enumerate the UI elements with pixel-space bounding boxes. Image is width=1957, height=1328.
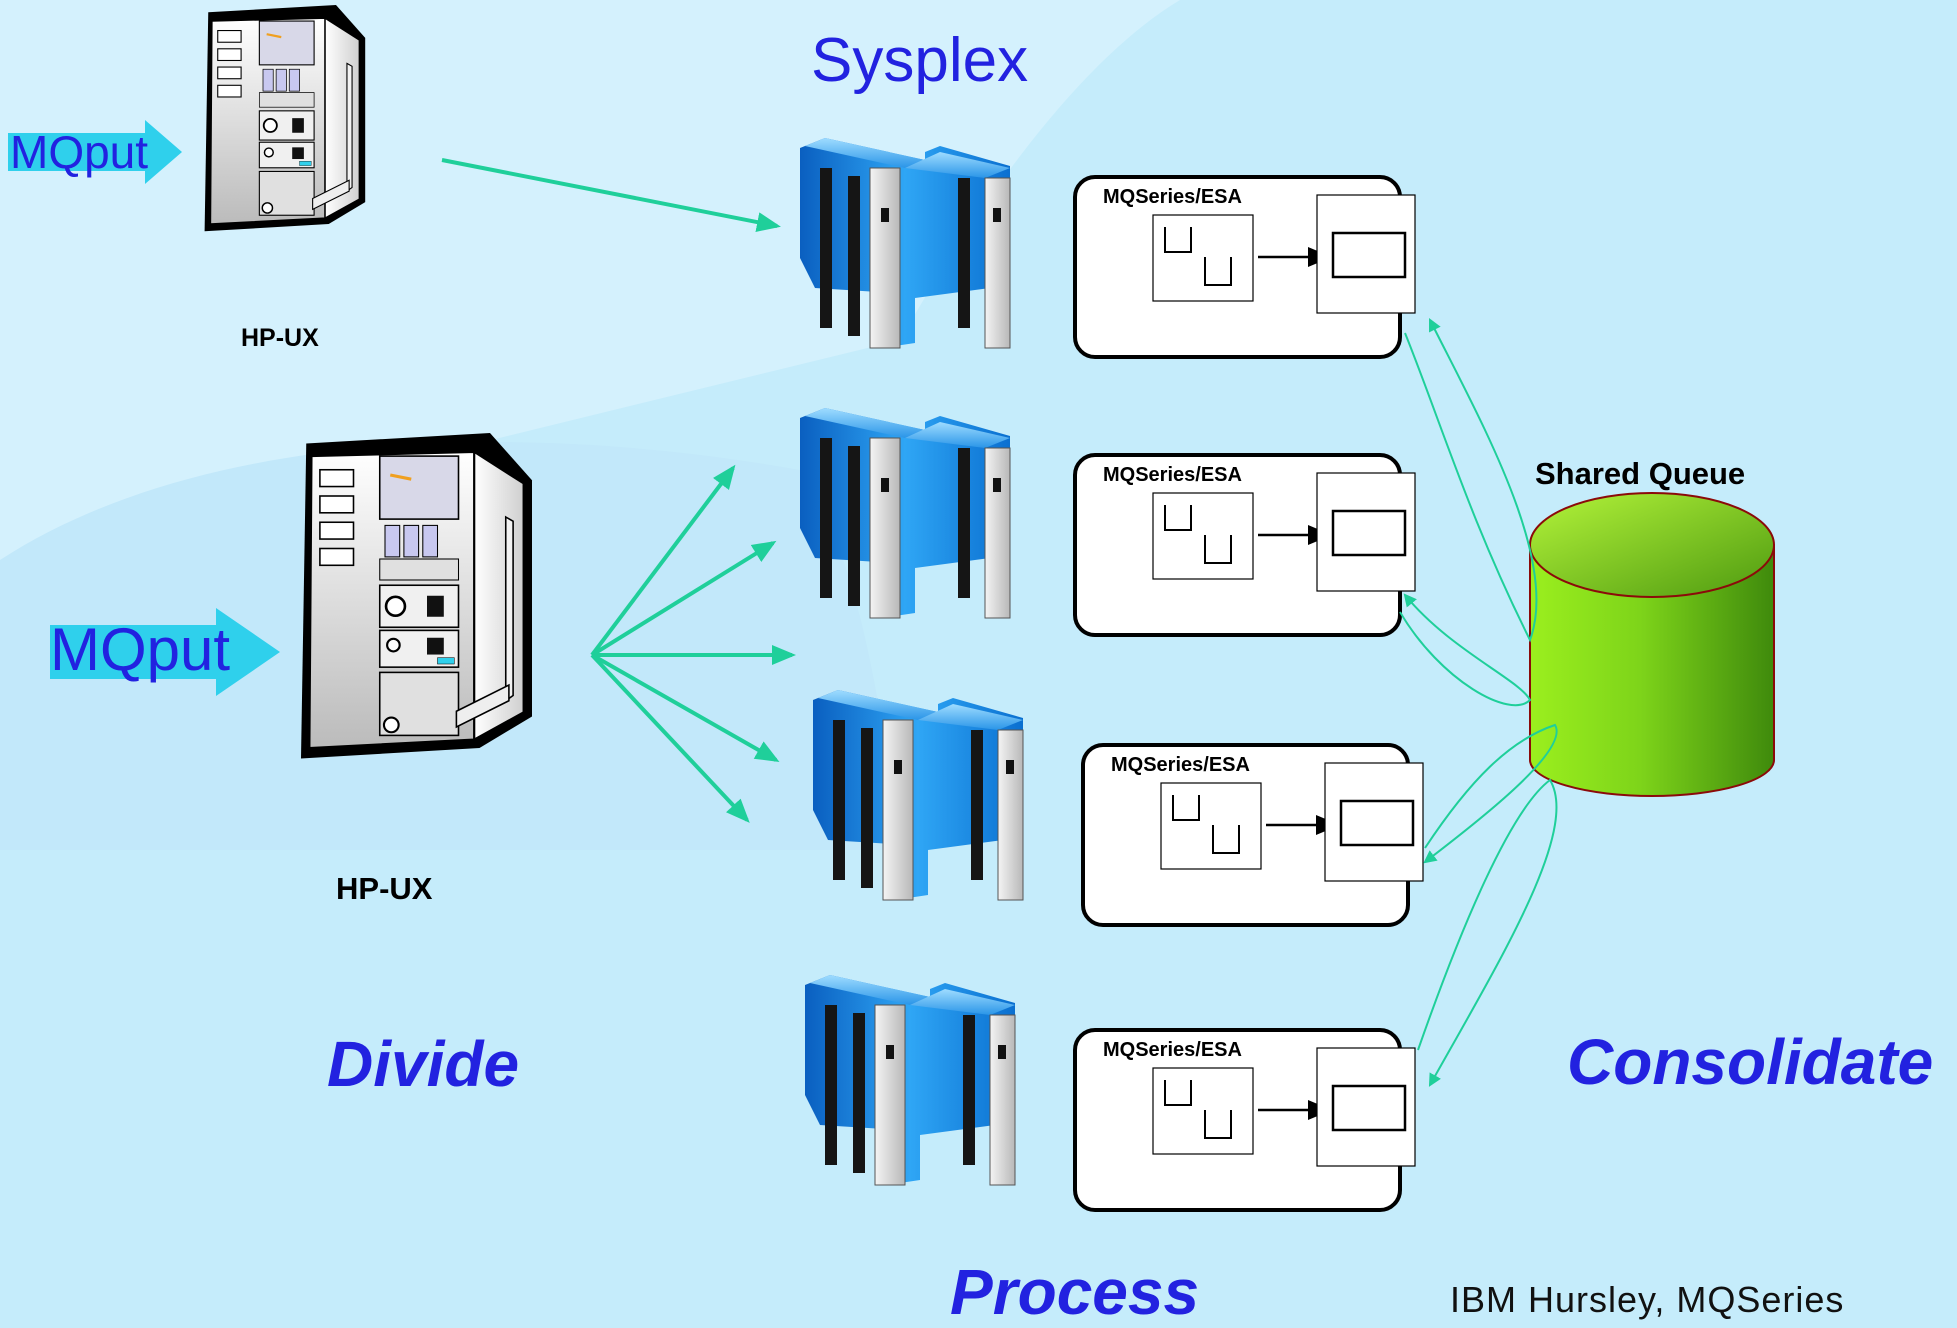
flow-fan-arrows (590, 464, 796, 823)
stage-divide: Divide (327, 1028, 520, 1100)
mq-box-1-label: MQSeries/ESA (1103, 186, 1242, 208)
shared-queue-flows (1399, 318, 1558, 1087)
shared-queue-label: Shared Queue (1535, 456, 1746, 491)
hpux-server-bottom-icon (299, 431, 534, 761)
mqput-arrow-top: MQput (8, 120, 182, 184)
flow-arrow-top-host (441, 158, 781, 232)
hpux-label-bottom: HP-UX (336, 871, 433, 906)
mqput-text-bottom: MQput (50, 616, 230, 683)
stage-consolidate: Consolidate (1567, 1026, 1934, 1098)
mq-box-4-label: MQSeries/ESA (1103, 1039, 1242, 1061)
mqput-arrow-bottom: MQput (50, 608, 280, 696)
shared-queue-cylinder-icon (1529, 492, 1775, 797)
hpux-server-top-icon (203, 3, 367, 233)
stage-process: Process (950, 1256, 1200, 1328)
hpux-label-top: HP-UX (241, 324, 319, 352)
mq-box-2-label: MQSeries/ESA (1103, 464, 1242, 486)
mq-box-3-label: MQSeries/ESA (1111, 754, 1250, 776)
mqput-text-top: MQput (10, 126, 148, 178)
diagram-title: Sysplex (811, 26, 1029, 95)
footer-text: IBM Hursley, MQSeries (1450, 1279, 1845, 1320)
